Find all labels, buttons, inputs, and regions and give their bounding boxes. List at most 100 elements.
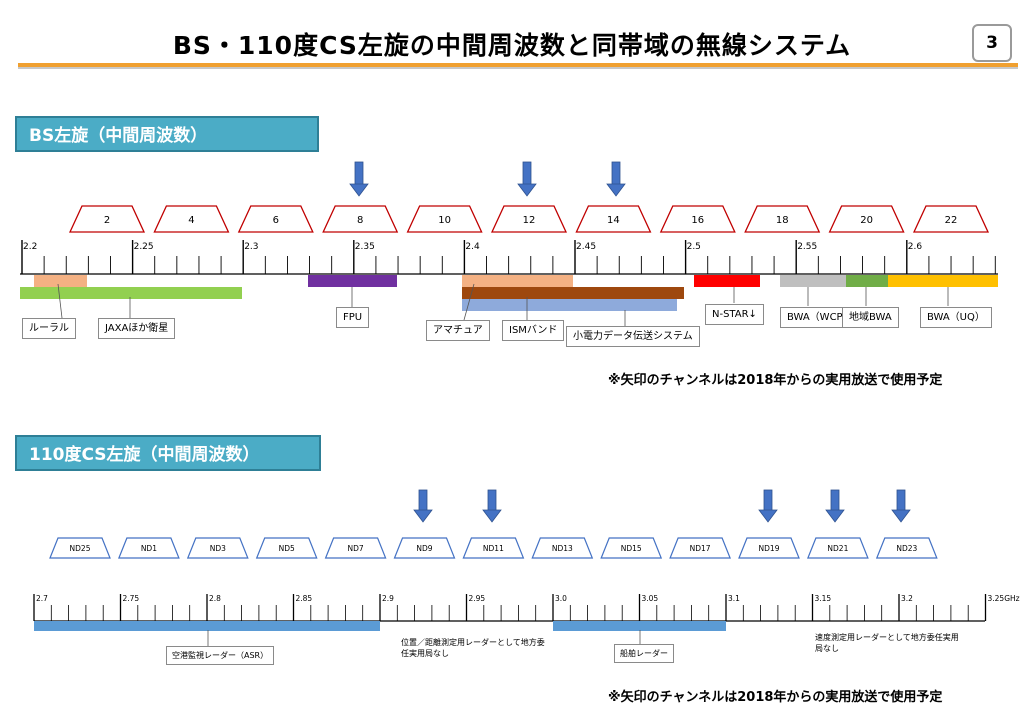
cs-channel-ND15: ND15 (600, 537, 663, 559)
cs-channel-ND21: ND21 (807, 537, 869, 559)
note-speed-radar: 速度測定用レーダーとして地方委任実用局なし (815, 632, 965, 654)
cs-callout-pointers (207, 630, 641, 646)
cs-freq-2.7: 2.7 (36, 594, 48, 603)
cs-freq-2.75: 2.75 (123, 594, 140, 603)
bs-channel-8: 8 (322, 205, 399, 233)
bs-channel-2: 2 (68, 205, 146, 233)
cs-channel-trapezoids: ND25 ND1 ND3 ND5 ND7 ND9 ND11 ND13 ND15 ND17 ND19 N… (49, 537, 938, 559)
page-number-badge: 3 (972, 24, 1012, 62)
cs-channel-ND3: ND3 (186, 537, 249, 559)
cs-channel-ND11: ND11 (462, 537, 525, 559)
bs-channel-4: 4 (153, 205, 230, 233)
bs-freq-2.6: 2.6 (908, 242, 923, 252)
bs-arrow-ch12 (517, 161, 537, 197)
cs-channel-label: ND1 (141, 544, 157, 553)
cs-freq-3.15: 3.15 (815, 594, 832, 603)
band-asr (34, 621, 380, 631)
bs-channel-14: 14 (575, 205, 652, 233)
band-ism (462, 287, 684, 299)
callout-fpu: FPU (336, 307, 370, 328)
cs-freq-2.85: 2.85 (296, 594, 313, 603)
bs-arrow-ch8 (349, 161, 369, 197)
cs-freq-2.9: 2.9 (382, 594, 394, 603)
bs-freq-2.55: 2.55 (797, 242, 817, 252)
cs-freq-3.2: 3.2 (901, 594, 913, 603)
cs-channel-label: ND15 (621, 544, 642, 553)
callout-asr: 空港監視レーダー（ASR） (166, 646, 275, 665)
cs-channel-label: ND7 (348, 544, 364, 553)
bs-channel-label: 22 (945, 215, 958, 226)
callout-rural: ルーラル (22, 318, 76, 339)
bs-channel-18: 18 (744, 205, 821, 233)
bs-channel-label: 2 (104, 215, 110, 226)
bs-arrow-ch14 (606, 161, 626, 197)
bs-channel-16: 16 (659, 205, 736, 233)
cs-freq-3.0: 3.0 (555, 594, 567, 603)
cs-freq-2.95: 2.95 (469, 594, 486, 603)
bs-channel-label: 4 (188, 215, 194, 226)
bs-channel-label: 10 (438, 215, 451, 226)
bs-freq-2.5: 2.5 (687, 242, 701, 252)
bs-channel-20: 20 (828, 205, 905, 233)
cs-channel-label: ND23 (896, 544, 917, 553)
cs-channel-label: ND11 (483, 544, 504, 553)
cs-channel-label: ND25 (70, 544, 91, 553)
cs-channel-label: ND19 (759, 544, 780, 553)
callout-ism: ISMバンド (502, 320, 565, 341)
bs-channel-12: 12 (490, 205, 568, 233)
cs-channel-ND23: ND23 (875, 537, 938, 559)
cs-channel-ND9: ND9 (393, 537, 456, 559)
slide-title: BS・110度CS左旋の中間周波数と同帯域の無線システム (172, 31, 852, 60)
cs-section-label: 110度CS左旋（中間周波数） (15, 435, 321, 471)
cs-channel-ND5: ND5 (255, 537, 318, 559)
callout-low-power-data: 小電力データ伝送システム (566, 326, 700, 347)
band-jaxa (20, 287, 242, 299)
band-ship-radar (553, 621, 726, 631)
cs-axis-ticks (33, 594, 987, 621)
bs-callout-pointers (57, 283, 949, 328)
cs-arrow-ND21 (825, 489, 845, 523)
cs-freq-3.25GHz: 3.25GHz (988, 594, 1020, 603)
callout-bwa-uq: BWA（UQ） (920, 307, 992, 328)
cs-arrow-ND23 (891, 489, 911, 523)
band-bwa-uq (888, 275, 998, 287)
callout-local-bwa: 地域BWA (842, 307, 899, 328)
cs-freq-3.1: 3.1 (728, 594, 740, 603)
band-amateur (462, 275, 573, 287)
bs-freq-2.35: 2.35 (355, 242, 375, 252)
cs-channel-label: ND21 (827, 544, 848, 553)
band-local-bwa (846, 275, 888, 287)
cs-freq-3.05: 3.05 (642, 594, 659, 603)
bs-channel-label: 20 (860, 215, 873, 226)
cs-channel-ND25: ND25 (49, 537, 111, 559)
cs-arrow-ND11 (482, 489, 502, 523)
cs-spectrum-diagram: ND25 ND1 ND3 ND5 ND7 ND9 ND11 ND13 ND15 ND17 ND19 N… (33, 489, 1020, 646)
bs-channel-10: 10 (406, 205, 483, 233)
bs-channel-22: 22 (912, 205, 990, 233)
bs-freq-2.4: 2.4 (465, 242, 480, 252)
bs-channel-label: 8 (357, 215, 363, 226)
callout-bwa-wcp: BWA（WCP） (780, 307, 860, 328)
callout-nstar: N-STAR↓ (705, 304, 764, 325)
bs-freq-2.45: 2.45 (576, 242, 596, 252)
band-bwa-wcp (780, 275, 846, 287)
bs-channel-label: 12 (523, 215, 536, 226)
note-position-radar: 位置／距離測定用レーダーとして地方委任実用局なし (401, 637, 551, 659)
cs-channel-label: ND5 (279, 544, 295, 553)
cs-channel-ND13: ND13 (531, 537, 594, 559)
bs-channel-trapezoids: 2 4 6 8 10 12 14 16 18 20 22 (68, 205, 990, 233)
cs-channel-ND1: ND1 (118, 537, 180, 559)
callout-amateur: アマチュア (426, 320, 490, 341)
header-rule-shadow (18, 67, 1018, 69)
cs-arrow-ND19 (758, 489, 778, 523)
cs-channel-ND17: ND17 (669, 537, 731, 559)
band-nstar (694, 275, 760, 287)
bs-channel-label: 6 (273, 215, 279, 226)
bs-channel-label: 16 (691, 215, 704, 226)
cs-arrows (413, 489, 911, 523)
bs-freq-2.2: 2.2 (23, 242, 37, 252)
bs-freq-2.25: 2.25 (134, 242, 154, 252)
band-fpu (308, 275, 397, 287)
